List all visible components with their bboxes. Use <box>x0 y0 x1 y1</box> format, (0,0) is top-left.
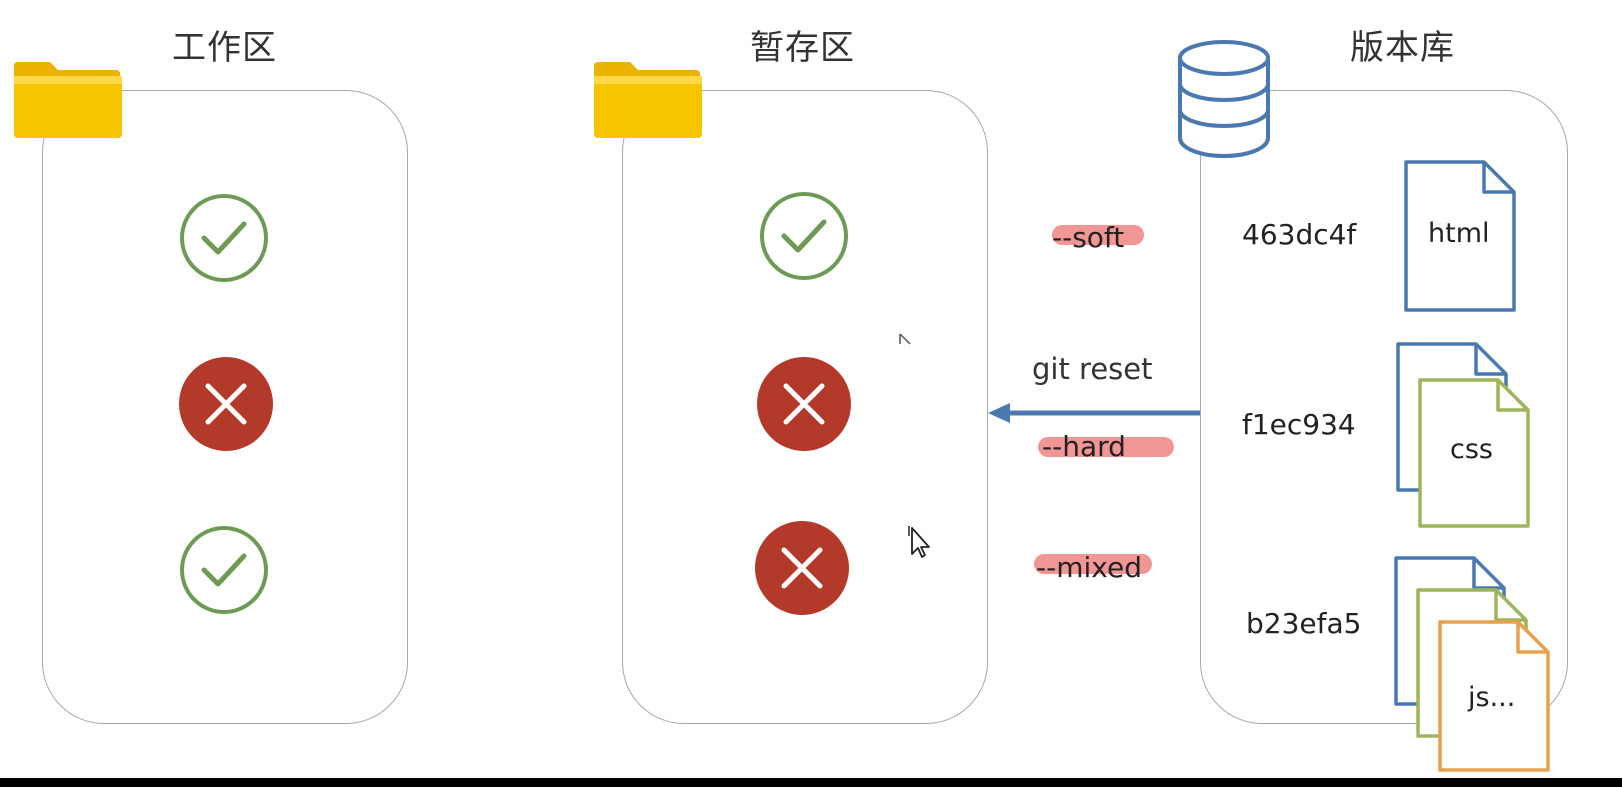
soft-highlight <box>1052 225 1144 245</box>
cursor-mark-icon <box>899 333 911 345</box>
staging-area-panel <box>622 90 988 724</box>
repository-panel <box>1200 90 1568 724</box>
html-file-icon <box>1404 160 1516 312</box>
file-label: html <box>1428 218 1490 249</box>
mouse-cursor-icon <box>908 526 930 558</box>
commit-hash: f1ec934 <box>1242 408 1356 441</box>
folder-icon <box>14 62 122 138</box>
staging-area-title: 暂存区 <box>750 28 855 68</box>
repository-title: 版本库 <box>1350 28 1455 68</box>
hard-highlight <box>1038 437 1174 457</box>
hard-option-label: --hard <box>1042 430 1126 463</box>
arrow-left-icon <box>988 403 1200 423</box>
check-icon <box>180 194 268 282</box>
file-label: css <box>1450 434 1493 465</box>
js-file-icon <box>1438 620 1550 772</box>
css-file-icon <box>1418 378 1530 528</box>
check-icon <box>760 192 848 280</box>
soft-option-label: --soft <box>1052 221 1125 254</box>
file-label: js... <box>1468 682 1516 713</box>
git-reset-command: git reset <box>1032 352 1153 386</box>
folder-icon <box>594 62 702 138</box>
commit-hash: 463dc4f <box>1242 218 1357 251</box>
mixed-option-label: --mixed <box>1036 551 1142 584</box>
cross-icon <box>179 357 273 451</box>
cross-icon <box>757 357 851 451</box>
working-area-panel <box>42 90 408 724</box>
check-icon <box>180 526 268 614</box>
cross-icon <box>755 521 849 615</box>
mixed-highlight <box>1034 554 1152 574</box>
working-area-title: 工作区 <box>172 28 277 68</box>
commit-hash: b23efa5 <box>1246 607 1362 640</box>
database-icon <box>1178 40 1270 158</box>
bottom-bar <box>0 778 1622 787</box>
